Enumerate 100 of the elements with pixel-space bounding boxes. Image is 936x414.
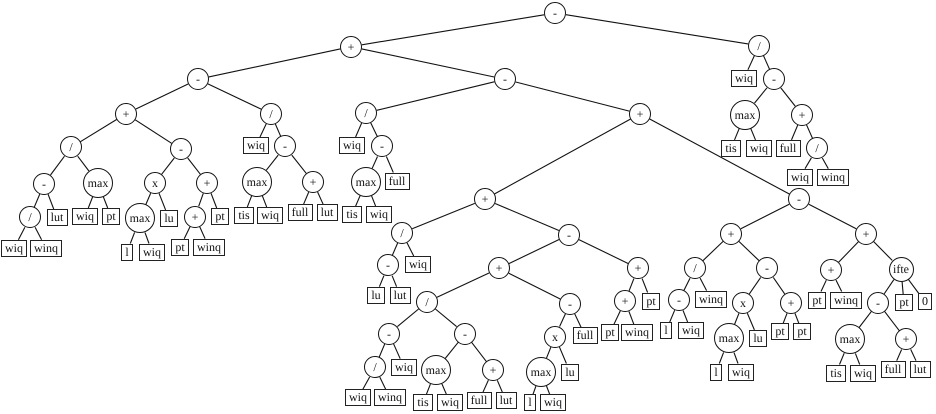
tree-edge [614, 310, 621, 324]
tree-edge [669, 310, 676, 323]
tree-edge [884, 311, 900, 332]
tree-edge [908, 279, 920, 294]
tree-edge [574, 314, 582, 328]
operator-node: + [488, 257, 510, 280]
terminal-node: pt [211, 208, 229, 226]
tree-edge [566, 14, 748, 44]
tree-edge [734, 128, 740, 140]
operator-node: x [732, 292, 754, 314]
terminal-node: l [121, 244, 133, 261]
operator-node: + [184, 206, 206, 228]
tree-edge [291, 154, 307, 174]
tree-edge [158, 193, 166, 210]
terminal-node: pt [808, 292, 826, 309]
tree-edge [274, 124, 282, 137]
tree-edge [896, 349, 902, 361]
tree-edge [386, 156, 394, 173]
terminal-node: lut [496, 392, 516, 410]
tree-edge [362, 48, 494, 78]
tree-edge [406, 242, 414, 256]
operator-node: + [720, 222, 742, 245]
tree-edge [210, 193, 218, 208]
tree-edge [50, 156, 65, 176]
operator-node: - [544, 2, 566, 24]
tree-edge [734, 313, 740, 325]
tree-edge [682, 310, 688, 322]
terminal-node: wiq [728, 364, 754, 381]
terminal-node: lut [390, 286, 410, 304]
tree-edge [782, 313, 788, 324]
tree-edge [376, 81, 494, 111]
terminal-node: tis [721, 140, 741, 157]
terminal-node: wiq [787, 168, 813, 186]
terminal-node: winq [374, 389, 406, 406]
terminal-node: wiq [678, 322, 704, 340]
terminal-node: lu [367, 286, 385, 304]
tree-edge [246, 196, 252, 208]
tree-edge [794, 313, 800, 324]
operator-node: + [791, 104, 813, 126]
terminal-node: wiq [339, 136, 365, 154]
terminal-node: wiq [731, 70, 757, 87]
tree-edge [88, 196, 94, 208]
tree-edge [494, 203, 560, 231]
tree-edge [700, 278, 708, 291]
tree-edge [397, 308, 419, 328]
operator-node: / [748, 34, 770, 57]
tree-edge [628, 278, 634, 291]
terminal-node: wiq [243, 136, 269, 154]
operator-node: max [83, 168, 113, 198]
tree-edge [508, 272, 560, 300]
tree-edge [378, 276, 384, 287]
tree-edge [262, 196, 268, 208]
terminal-node: pt [895, 294, 913, 312]
tree-edge [902, 282, 904, 294]
tree-edge [748, 277, 762, 294]
tree-edge [80, 119, 117, 142]
terminal-node: lu [160, 210, 178, 227]
terminal-node: wiq [1, 240, 27, 257]
operator-node: + [340, 36, 362, 58]
tree-edge [733, 352, 739, 364]
operator-node: - [559, 292, 581, 315]
tree-edge [496, 380, 503, 393]
tree-edge [34, 194, 40, 208]
operator-node: - [494, 68, 516, 90]
tree-edge [839, 352, 845, 365]
tree-edge [134, 119, 172, 144]
operator-node: + [474, 188, 496, 210]
operator-node: max [351, 166, 381, 197]
tree-edge [355, 195, 361, 206]
operator-node: max [125, 203, 155, 234]
operator-node: - [763, 68, 785, 90]
operator-node: - [668, 289, 690, 312]
operator-node: / [364, 356, 386, 378]
tree-edge [718, 352, 724, 364]
operator-node: / [684, 257, 706, 280]
operator-node: + [196, 172, 218, 194]
terminal-node: wiq [405, 256, 431, 274]
tree-edge [838, 241, 859, 263]
tree-edge [77, 156, 90, 172]
tree-edge [754, 87, 768, 104]
terminal-node: winq [621, 324, 653, 342]
operator-node: max [526, 357, 556, 388]
operator-node: / [260, 102, 282, 125]
tree-edge [508, 239, 560, 264]
tree-edge [780, 88, 796, 106]
tree-edge [379, 376, 386, 390]
tree-edge [684, 278, 690, 290]
tree-edge [910, 349, 916, 361]
operator-node: + [302, 170, 324, 193]
tree-edge [791, 124, 798, 140]
operator-node: + [855, 222, 877, 245]
terminal-node: wiq [345, 389, 371, 406]
tree-edge [747, 55, 755, 70]
tree-edge [738, 241, 760, 262]
tree-edge [516, 81, 630, 112]
tree-edge [808, 204, 856, 230]
terminal-node: wiq [437, 394, 463, 412]
operator-node: - [170, 138, 192, 160]
terminal-node: winq [30, 240, 62, 257]
operator-node: max [835, 324, 865, 354]
